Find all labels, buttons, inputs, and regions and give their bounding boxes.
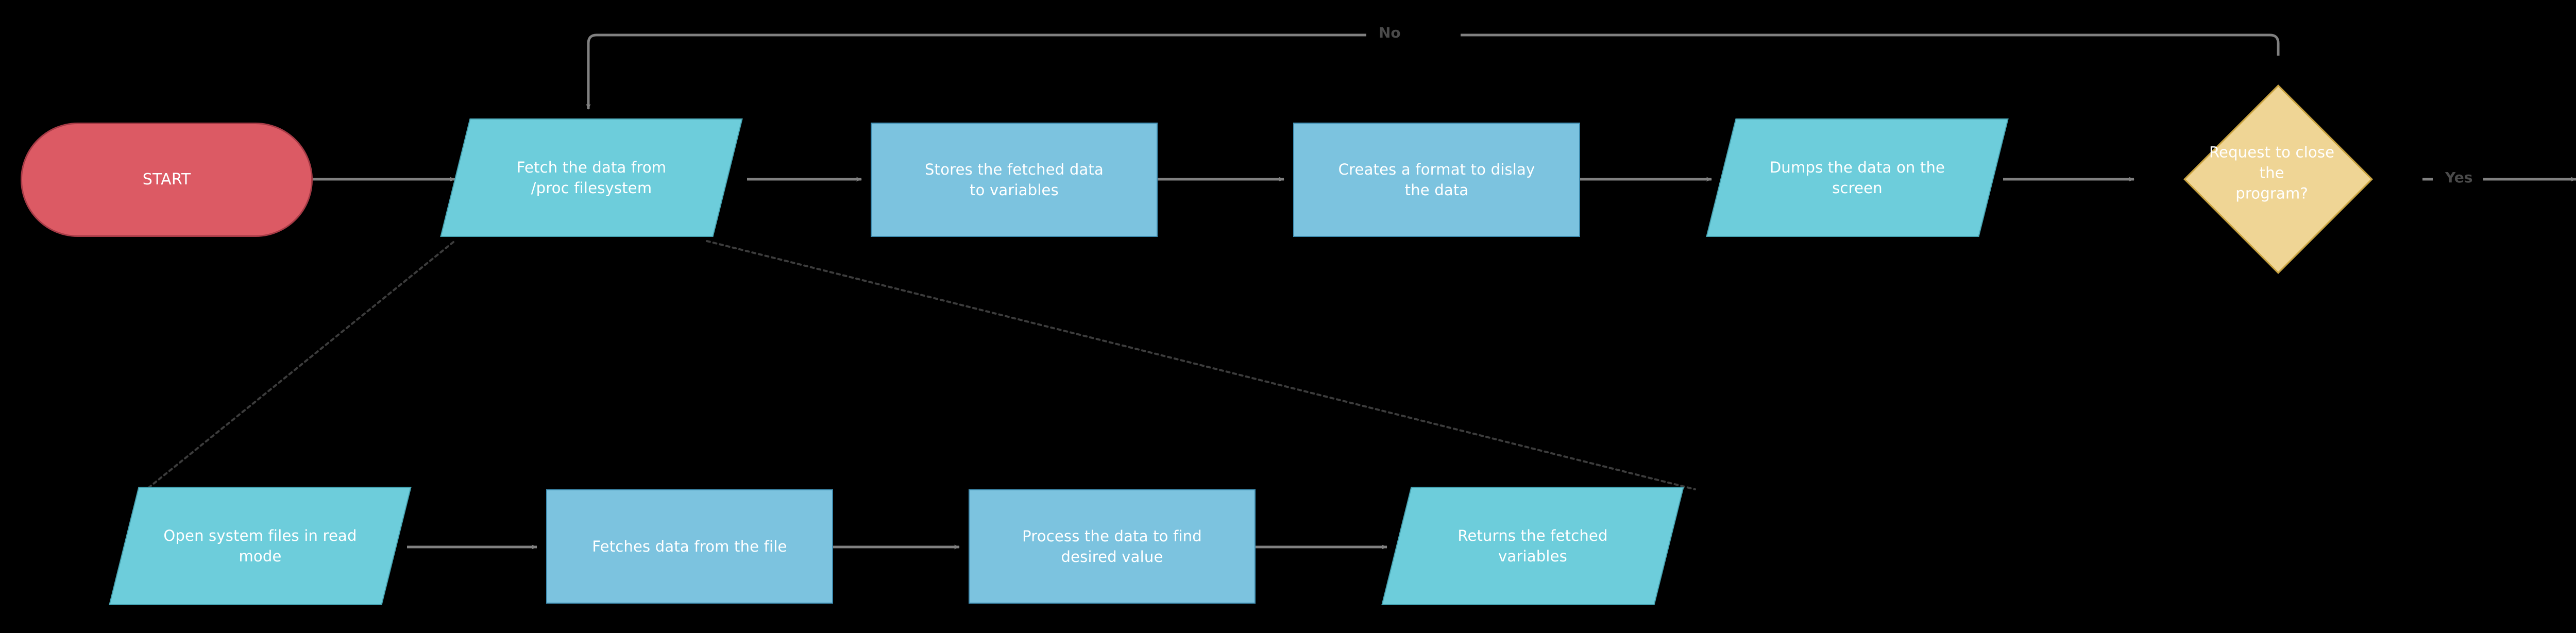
- node-fetch-proc[interactable]: Fetch the data from /proc filesystem: [440, 118, 743, 237]
- node-fetch-proc-label: Fetch the data from /proc filesystem: [516, 158, 667, 197]
- edge-fetch-to-open-files: [144, 241, 454, 491]
- node-fetches-file-label: Fetches data from the file: [592, 537, 787, 555]
- node-stores[interactable]: Stores the fetched data to variables: [871, 123, 1158, 237]
- edge-no-feedback: [1461, 33, 2280, 56]
- node-process-data-label: Process the data to find desired value: [1022, 527, 1202, 566]
- node-open-files[interactable]: Open system files in read mode: [109, 487, 412, 605]
- node-dumps-label: Dumps the data on the screen: [1769, 158, 1945, 197]
- edge-label-yes: Yes: [2441, 170, 2477, 185]
- node-dumps[interactable]: Dumps the data on the screen: [1706, 118, 2009, 237]
- node-fetches-file[interactable]: Fetches data from the file: [546, 489, 833, 604]
- node-process-data[interactable]: Process the data to find desired value: [969, 489, 1256, 604]
- node-creates-format[interactable]: Creates a format to dislay the data: [1293, 123, 1580, 237]
- edge-returns-to-fetch: [706, 240, 1696, 490]
- node-creates-format-label: Creates a format to dislay the data: [1338, 160, 1535, 199]
- node-returns-vars-label: Returns the fetched variables: [1458, 526, 1608, 565]
- node-open-files-label: Open system files in read mode: [163, 526, 357, 565]
- node-returns-vars[interactable]: Returns the fetched variables: [1381, 487, 1684, 605]
- node-decision-label: Request to close the program?: [2209, 143, 2335, 202]
- node-start-label: START: [142, 170, 191, 189]
- node-stores-label: Stores the fetched data to variables: [925, 160, 1104, 199]
- edge-label-no: No: [1375, 26, 1405, 40]
- node-start[interactable]: START: [21, 123, 313, 237]
- edge-no-feedback-left: [586, 33, 1366, 110]
